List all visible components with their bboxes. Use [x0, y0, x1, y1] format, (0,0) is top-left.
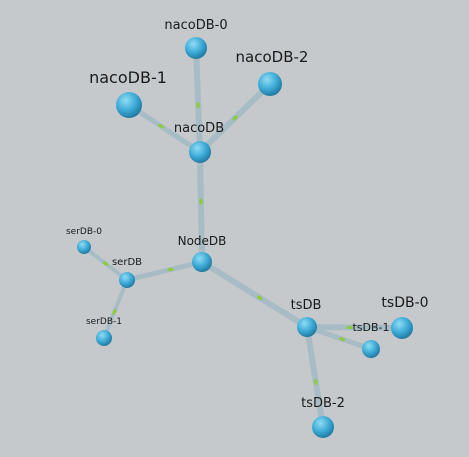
edge-tsDB-tsDB-1: [304, 324, 374, 352]
edge-nacoDB-nacoDB-1: [126, 102, 203, 155]
edge-NodeDB-serDB: [124, 259, 205, 283]
labels-layer: nacoDB-0 nacoDB-1 nacoDB-2 nacoDB NodeDB serD…: [66, 18, 429, 411]
node-nacoDB-0[interactable]: [185, 37, 207, 59]
node-label-tsDB-0: tsDB-0: [381, 295, 428, 311]
node-NodeDB[interactable]: [192, 252, 212, 272]
edge-particle-NodeDB-serDB-0: [167, 267, 174, 272]
node-nacoDB-1[interactable]: [116, 92, 142, 118]
edge-particle-tsDB-tsDB-1-0: [339, 337, 346, 342]
node-tsDB[interactable]: [297, 317, 317, 337]
node-label-serDB: serDB: [112, 257, 142, 268]
edge-tsDB-tsDB-2: [304, 324, 326, 430]
edge-particle-nacoDB-nacoDB-1-0: [158, 123, 164, 129]
node-label-nacoDB-2: nacoDB-2: [236, 48, 309, 66]
node-label-tsDB-1: tsDB-1: [352, 321, 389, 334]
node-label-serDB-0: serDB-0: [66, 227, 102, 237]
edge-particle-nacoDB-nacoDB-2-0: [232, 115, 238, 121]
node-label-tsDB-2: tsDB-2: [301, 396, 345, 411]
edge-particle-NodeDB-tsDB-0: [256, 295, 263, 301]
edge-nacoDB-nacoDB-0: [193, 45, 203, 155]
node-label-nacoDB: nacoDB: [174, 121, 224, 136]
node-label-serDB-1: serDB-1: [86, 317, 122, 327]
edge-particle-nacoDB-nacoDB-0-0: [196, 102, 201, 109]
node-nacoDB-2[interactable]: [258, 72, 282, 96]
node-serDB[interactable]: [119, 272, 135, 288]
node-serDB-1[interactable]: [96, 330, 112, 346]
edges-layer: [82, 45, 405, 430]
edge-particle-tsDB-tsDB-0-0: [346, 325, 353, 330]
edge-particle-tsDB-tsDB-2-0: [313, 378, 318, 386]
edge-NodeDB-nacoDB: [197, 149, 205, 265]
node-label-nacoDB-0: nacoDB-0: [164, 18, 227, 33]
nodes-layer: [77, 37, 413, 438]
edge-particle-serDB-serDB-1-0: [112, 308, 117, 315]
edge-NodeDB-tsDB: [199, 259, 310, 330]
node-label-tsDB: tsDB: [291, 298, 322, 313]
node-label-nacoDB-1: nacoDB-1: [89, 68, 167, 87]
node-serDB-0[interactable]: [77, 240, 91, 254]
node-tsDB-0[interactable]: [391, 317, 413, 339]
edge-particle-serDB-serDB-0-0: [102, 261, 109, 266]
node-nacoDB[interactable]: [189, 141, 211, 163]
edge-particle-NodeDB-nacoDB-0: [199, 198, 203, 205]
node-tsDB-1[interactable]: [362, 340, 380, 358]
node-label-NodeDB: NodeDB: [178, 234, 227, 248]
edge-tsDB-tsDB-0: [304, 324, 405, 331]
node-tsDB-2[interactable]: [312, 416, 334, 438]
